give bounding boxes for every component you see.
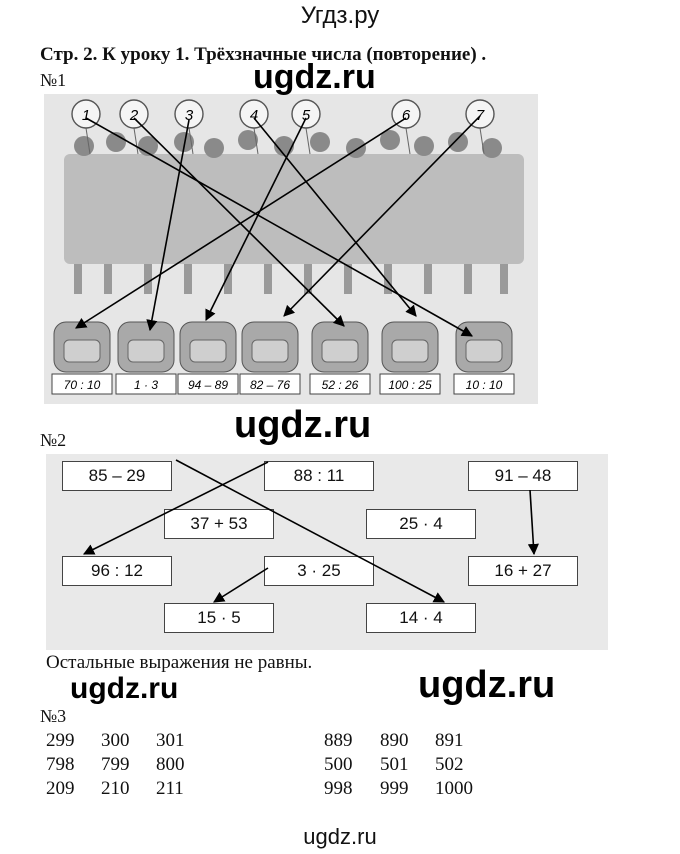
balloon-number: 4 bbox=[250, 107, 258, 124]
backpack: 70 : 10 bbox=[51, 321, 113, 395]
page-heading: Стр. 2. К уроку 1. Трёхзначные числа (по… bbox=[40, 44, 487, 65]
number-cell: 211 bbox=[156, 778, 184, 799]
expression-box: 88 : 11 bbox=[264, 461, 374, 491]
expression-box: 14 · 4 bbox=[366, 603, 476, 633]
backpack: 94 – 89 bbox=[177, 321, 239, 395]
number-cell: 300 bbox=[101, 730, 130, 751]
footer-watermark: ugdz.ru bbox=[303, 824, 377, 849]
crowd-of-people bbox=[64, 130, 524, 294]
number-cell: 800 bbox=[156, 754, 185, 775]
backpack-label: 52 : 26 bbox=[322, 378, 359, 392]
number-cell: 299 bbox=[46, 730, 75, 751]
arrow-3-25-to-15-5 bbox=[213, 567, 269, 603]
number-balloon: 2 bbox=[119, 99, 149, 155]
backpack-label: 94 – 89 bbox=[188, 378, 228, 392]
expression-box: 3 · 25 bbox=[264, 556, 374, 586]
number-cell: 891 bbox=[435, 730, 464, 751]
exercise-2-arrows bbox=[82, 459, 539, 603]
backpack: 100 : 25 bbox=[379, 321, 441, 395]
number-cell: 1000 bbox=[435, 778, 473, 799]
arrow-85-29-to-14-4 bbox=[175, 459, 445, 603]
number-balloon: 5 bbox=[291, 99, 321, 155]
number-balloon: 4 bbox=[239, 99, 269, 155]
number-cell: 999 bbox=[380, 778, 409, 799]
arrow-5-to-bag-3 bbox=[205, 117, 307, 322]
number-cell: 998 bbox=[324, 778, 353, 799]
number-cell: 798 bbox=[46, 754, 75, 775]
number-cell: 799 bbox=[101, 754, 130, 775]
backpacks: 70 : 10 1 · 3 94 – 89 82 – 76 52 : 26 100 : 2… bbox=[51, 321, 515, 395]
number-balloon: 6 bbox=[391, 99, 421, 155]
expression-box: 16 + 27 bbox=[468, 556, 578, 586]
arrow-7-to-bag-4 bbox=[283, 115, 481, 317]
expression-box: 85 – 29 bbox=[62, 461, 172, 491]
exercise-3-label: №3 bbox=[40, 706, 67, 726]
balloon-number: 1 bbox=[82, 107, 90, 124]
number-balloon: 3 bbox=[174, 99, 204, 155]
backpack: 82 – 76 bbox=[239, 321, 301, 395]
arrow-6-to-bag-1 bbox=[75, 117, 407, 329]
number-cell: 209 bbox=[46, 778, 75, 799]
matching-arrows bbox=[75, 115, 481, 337]
watermark: ugdz.ru bbox=[234, 404, 372, 446]
balloon-number: 6 bbox=[402, 107, 411, 124]
backpack-label: 100 : 25 bbox=[388, 378, 432, 392]
number-cell: 210 bbox=[101, 778, 130, 799]
arrow-91-48-to-16-27 bbox=[527, 489, 539, 556]
arrow-4-to-bag-6 bbox=[253, 117, 417, 317]
exercise-2-panel: 85 – 29 88 : 11 91 – 48 37 + 53 25 · 4 9… bbox=[46, 454, 608, 650]
balloon-number: 7 bbox=[476, 107, 485, 124]
watermark: ugdz.ru bbox=[70, 672, 179, 705]
exercise-1-label: №1 bbox=[40, 70, 67, 90]
number-balloon: 1 bbox=[71, 99, 101, 155]
arrow-3-to-bag-2 bbox=[146, 119, 190, 332]
backpack-label: 70 : 10 bbox=[64, 378, 101, 392]
number-cell: 501 bbox=[380, 754, 409, 775]
arrow-88-11-to-96-12 bbox=[82, 461, 269, 555]
expression-box: 15 · 5 bbox=[164, 603, 274, 633]
balloon-number: 2 bbox=[129, 107, 139, 124]
number-balloons: 1 2 3 4 5 6 7 bbox=[71, 99, 495, 155]
backpack-label: 82 – 76 bbox=[250, 378, 290, 392]
backpack: 10 : 10 bbox=[453, 321, 515, 395]
backpack: 52 : 26 bbox=[309, 321, 371, 395]
backpack-label: 1 · 3 bbox=[134, 378, 158, 392]
expression-box: 96 : 12 bbox=[62, 556, 172, 586]
number-cell: 502 bbox=[435, 754, 464, 775]
arrow-1-to-bag-7 bbox=[85, 117, 473, 337]
number-cell: 890 bbox=[380, 730, 409, 751]
expression-box: 37 + 53 bbox=[164, 509, 274, 539]
expression-box: 91 – 48 bbox=[468, 461, 578, 491]
expression-box: 25 · 4 bbox=[366, 509, 476, 539]
watermark: ugdz.ru bbox=[418, 664, 556, 706]
note-text: Остальные выражения не равны. bbox=[46, 652, 313, 673]
balloon-number: 5 bbox=[302, 107, 311, 124]
number-cell: 889 bbox=[324, 730, 353, 751]
watermark: ugdz.ru bbox=[253, 58, 376, 96]
balloon-number: 3 bbox=[185, 107, 194, 124]
backpack-label: 10 : 10 bbox=[466, 378, 503, 392]
number-cell: 301 bbox=[156, 730, 185, 751]
number-cell: 500 bbox=[324, 754, 353, 775]
exercise-2-label: №2 bbox=[40, 430, 67, 450]
number-balloon: 7 bbox=[465, 99, 495, 155]
site-title: Угдз.ру bbox=[300, 2, 380, 29]
exercise-1-illustration: 1 2 3 4 5 6 7 70 : 10 1 · 3 94 – 89 82 – 76 52 : 2… bbox=[44, 94, 538, 404]
backpack: 1 · 3 bbox=[115, 321, 177, 395]
